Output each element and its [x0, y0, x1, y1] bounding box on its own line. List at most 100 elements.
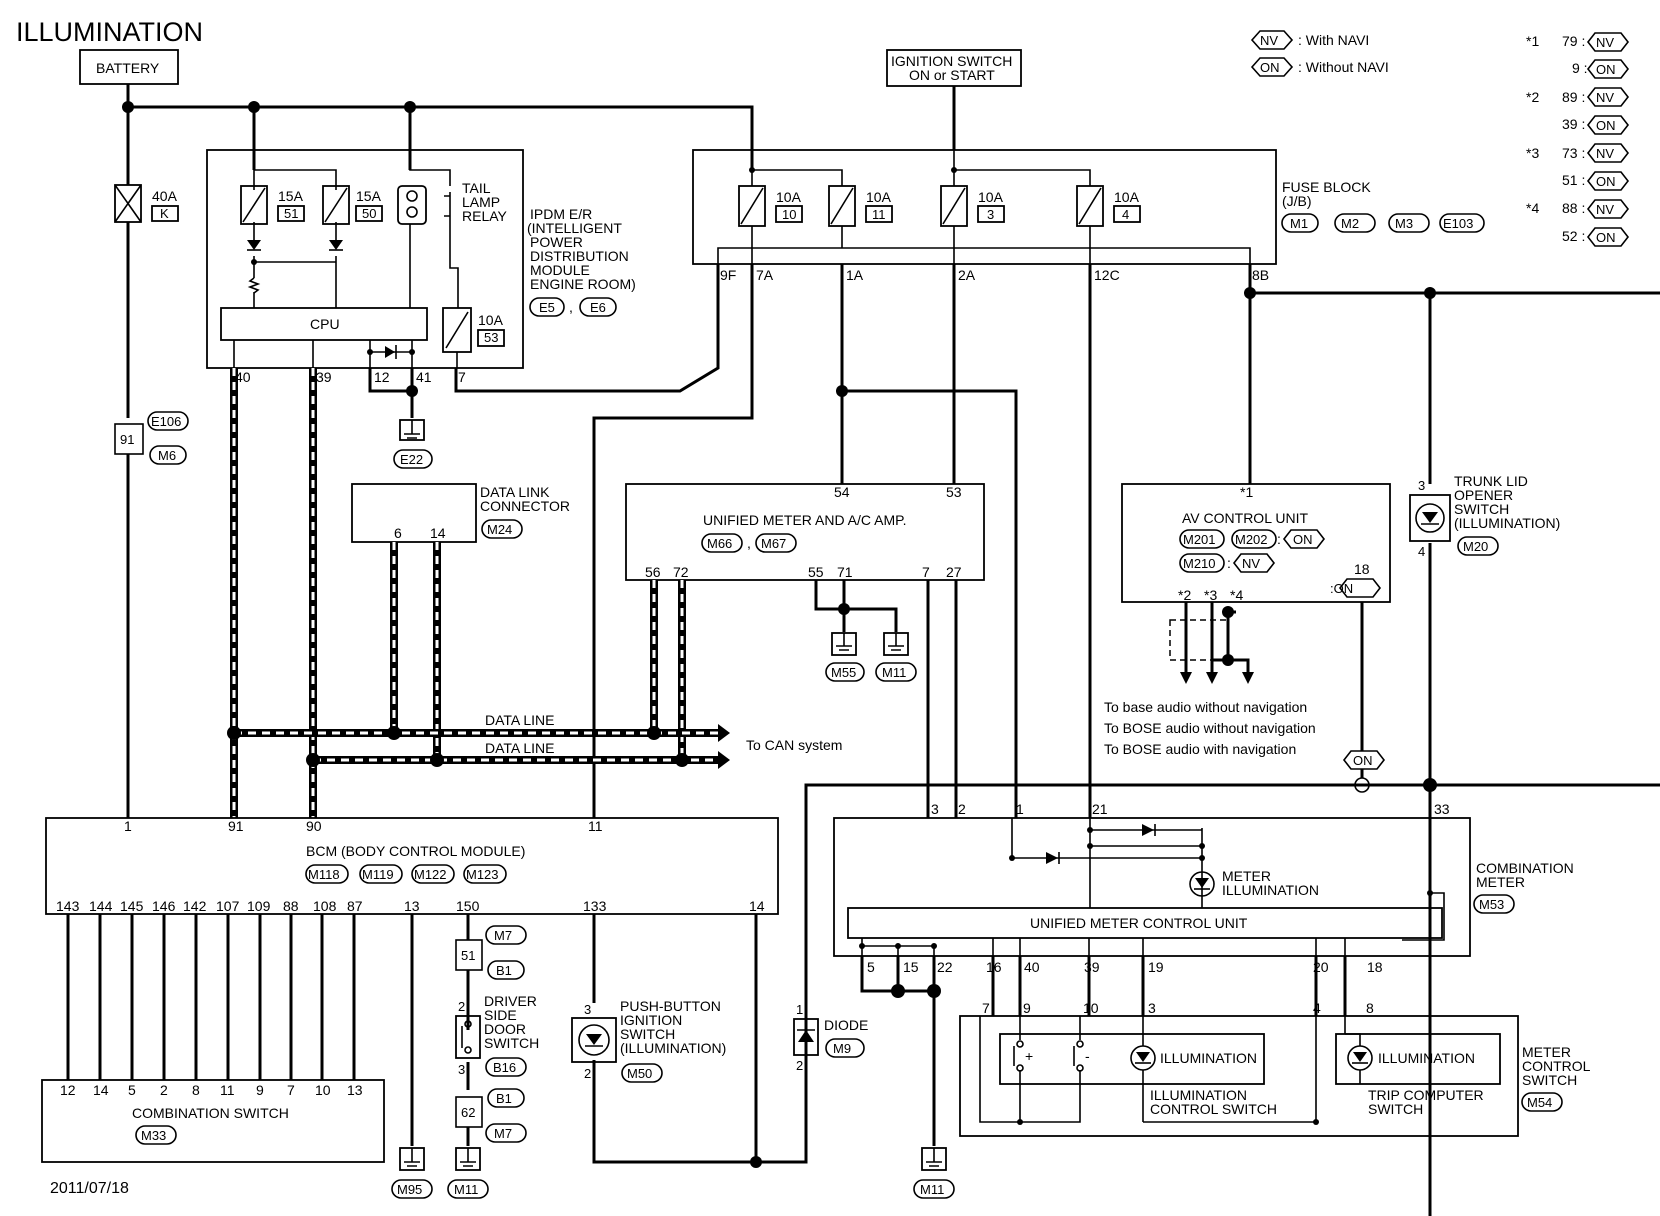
- svg-text:M11: M11: [882, 665, 906, 680]
- svg-text:27: 27: [946, 564, 962, 580]
- svg-text:88: 88: [283, 898, 299, 914]
- svg-text:10A: 10A: [478, 312, 504, 328]
- svg-text:10: 10: [1083, 1000, 1099, 1016]
- svg-text:DIODE: DIODE: [824, 1017, 868, 1033]
- svg-text:NV: NV: [1596, 146, 1614, 161]
- svg-text:-: -: [1085, 1048, 1090, 1064]
- bcm-bottom-wires: [66, 783, 1660, 1168]
- combination-meter: 3 2 1 21 33 METER ILLUMINATION UNIFIED M…: [833, 801, 1574, 975]
- svg-text:FUSE BLOCK: FUSE BLOCK: [1282, 179, 1371, 195]
- ground-m55-m11: M55 M11: [814, 580, 958, 818]
- svg-text:40: 40: [235, 369, 251, 385]
- svg-text:DATA LINK: DATA LINK: [480, 484, 550, 500]
- svg-text:3: 3: [931, 801, 939, 817]
- svg-text:10: 10: [315, 1082, 331, 1098]
- svg-text:CONTROL SWITCH: CONTROL SWITCH: [1150, 1101, 1277, 1117]
- svg-text:M24: M24: [487, 522, 512, 537]
- svg-text:11: 11: [220, 1082, 235, 1098]
- svg-text:9 :: 9 :: [1572, 60, 1588, 76]
- svg-text:18: 18: [1367, 959, 1383, 975]
- svg-text:M119: M119: [362, 867, 394, 882]
- ground-e22: E22: [368, 368, 433, 469]
- svg-text:91: 91: [228, 818, 244, 834]
- bcm: 1 91 90 11 BCM (BODY CONTROL MODULE) M11…: [45, 817, 779, 915]
- svg-text:2: 2: [796, 1058, 803, 1073]
- ipdm-er: 15A 51 15A 50 TAIL LAMP RELAY 10A 53 CPU…: [206, 149, 636, 385]
- svg-text:M95: M95: [397, 1182, 422, 1197]
- svg-text:M6: M6: [158, 448, 176, 463]
- svg-text:M54: M54: [1527, 1095, 1552, 1110]
- svg-text:8B: 8B: [1252, 267, 1269, 283]
- svg-text:M9: M9: [833, 1041, 851, 1056]
- svg-text:ILLUMINATION: ILLUMINATION: [1378, 1050, 1475, 1066]
- svg-text:COMBINATION SWITCH: COMBINATION SWITCH: [132, 1105, 289, 1121]
- svg-text:107: 107: [216, 898, 240, 914]
- svg-text:ON or START: ON or START: [909, 67, 995, 83]
- svg-text:146: 146: [152, 898, 176, 914]
- svg-text:M3: M3: [1395, 216, 1413, 231]
- svg-text::ON: :ON: [1330, 581, 1353, 596]
- svg-text:19: 19: [1148, 959, 1164, 975]
- svg-text:5: 5: [128, 1082, 136, 1098]
- svg-text:10A: 10A: [776, 189, 802, 205]
- svg-text:+: +: [1025, 1048, 1033, 1064]
- svg-text:39: 39: [316, 369, 332, 385]
- svg-text:M7: M7: [494, 1126, 512, 1141]
- svg-text:ON: ON: [1293, 532, 1313, 547]
- svg-text:OPENER: OPENER: [1454, 487, 1513, 503]
- svg-text:10A: 10A: [1114, 189, 1140, 205]
- push-button-ignition-switch: 3 2 PUSH-BUTTON IGNITION SWITCH (ILLUMIN…: [571, 998, 726, 1083]
- svg-text:109: 109: [247, 898, 271, 914]
- av-control-unit: *1 AV CONTROL UNIT M201 M202 ON : M210 N…: [1121, 483, 1391, 603]
- ground-m95: M95: [391, 1147, 433, 1199]
- svg-text:PUSH-BUTTON: PUSH-BUTTON: [620, 998, 721, 1014]
- svg-text:E22: E22: [400, 452, 423, 467]
- svg-text:142: 142: [183, 898, 207, 914]
- svg-text:*3: *3: [1526, 145, 1539, 161]
- svg-text:ON: ON: [1596, 230, 1616, 245]
- svg-text:*4: *4: [1230, 587, 1243, 603]
- svg-text:4: 4: [1418, 544, 1425, 559]
- svg-text:(INTELLIGENT: (INTELLIGENT: [527, 220, 622, 236]
- svg-text:M67: M67: [761, 536, 786, 551]
- svg-text:B16: B16: [493, 1060, 516, 1075]
- driver-door-switch: M7 51 B1 2 3 DRIVER SIDE DOOR SWITCH B16…: [447, 925, 539, 1199]
- svg-text:CONNECTOR: CONNECTOR: [480, 498, 570, 514]
- svg-text:3: 3: [584, 1002, 591, 1017]
- svg-text:150: 150: [456, 898, 480, 914]
- svg-text:NV: NV: [1596, 90, 1614, 105]
- svg-text:12: 12: [374, 369, 390, 385]
- svg-text:1: 1: [124, 818, 132, 834]
- svg-text:BATTERY: BATTERY: [96, 60, 160, 76]
- svg-text:To CAN system: To CAN system: [746, 737, 842, 753]
- svg-text:M202: M202: [1235, 532, 1268, 547]
- svg-text:71: 71: [837, 564, 853, 580]
- svg-text:*1: *1: [1526, 33, 1539, 49]
- svg-text:E103: E103: [1443, 216, 1473, 231]
- svg-text:40: 40: [1024, 959, 1040, 975]
- connector-e106-m6: 91 E106 M6: [114, 411, 189, 465]
- svg-text:SIDE: SIDE: [484, 1007, 517, 1023]
- svg-text:NV: NV: [1242, 556, 1260, 571]
- svg-text:144: 144: [89, 898, 113, 914]
- svg-text:To base audio without navigati: To base audio without navigation: [1104, 699, 1307, 715]
- svg-text:E6: E6: [590, 300, 606, 315]
- svg-text:: With NAVI: : With NAVI: [1298, 32, 1369, 48]
- svg-text:*4: *4: [1526, 200, 1539, 216]
- svg-text:NV: NV: [1596, 35, 1614, 50]
- svg-text:M53: M53: [1479, 897, 1504, 912]
- svg-text:SWITCH: SWITCH: [1368, 1101, 1423, 1117]
- svg-text:15A: 15A: [278, 188, 304, 204]
- svg-text:9: 9: [1023, 1000, 1031, 1016]
- svg-text:7: 7: [982, 1000, 990, 1016]
- svg-text:72: 72: [673, 564, 689, 580]
- diagram-date: 2011/07/18: [50, 1180, 129, 1197]
- svg-text:90: 90: [306, 818, 322, 834]
- svg-text:METER: METER: [1476, 874, 1525, 890]
- svg-text:3: 3: [1418, 478, 1425, 493]
- svg-text:M201: M201: [1183, 532, 1216, 547]
- svg-text:50: 50: [362, 206, 376, 221]
- svg-text::: :: [1277, 531, 1281, 547]
- svg-text:*3: *3: [1204, 587, 1217, 603]
